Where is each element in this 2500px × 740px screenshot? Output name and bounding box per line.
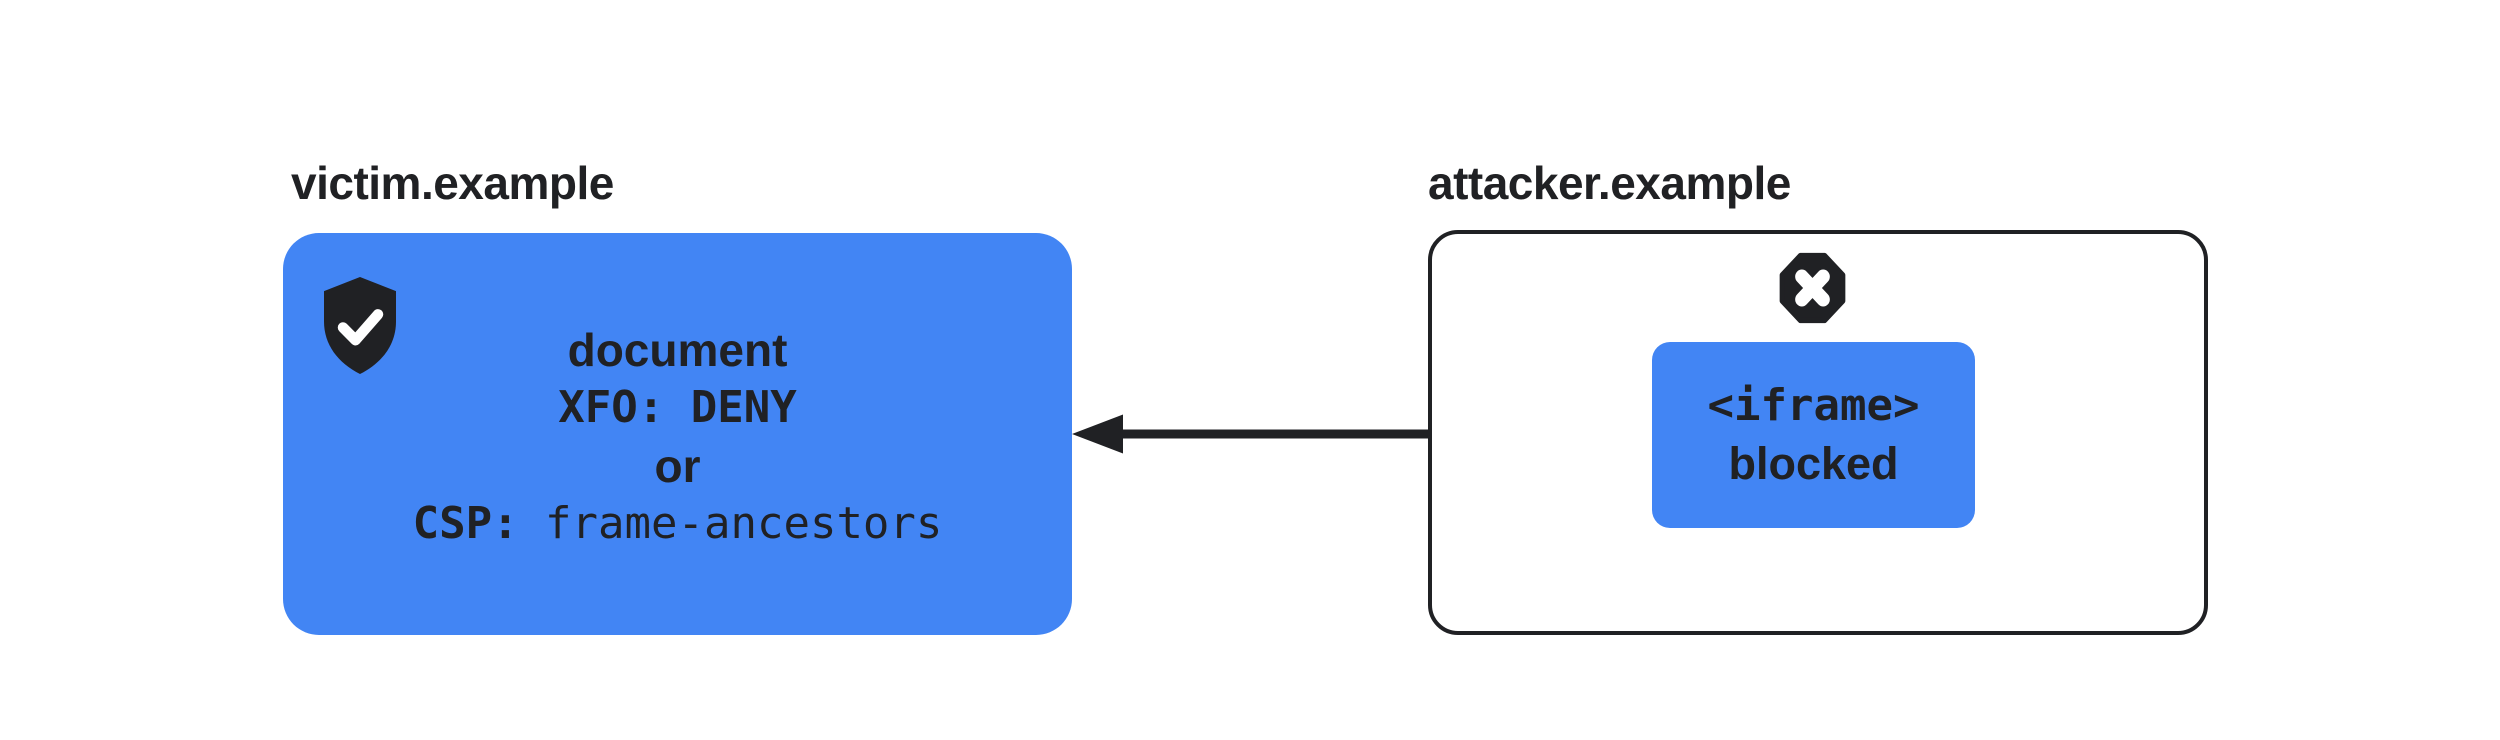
attacker-domain-label: attacker.example	[1428, 157, 1791, 209]
or-label: or	[654, 440, 701, 492]
document-label: document	[567, 324, 788, 376]
csp-frame-ancestors-label: CSP: frame-ancestors	[413, 495, 943, 553]
victim-document-box: document XFO: DENY or CSP: frame-ancesto…	[283, 233, 1072, 635]
shield-check-icon	[324, 277, 396, 374]
iframe-box: <iframe> blocked	[1652, 342, 1975, 528]
iframe-tag-label: <iframe>	[1707, 380, 1920, 431]
blocked-x-icon	[1779, 252, 1846, 324]
victim-domain-label: victim.example	[291, 157, 614, 209]
csp-value: frame-ancestors	[518, 498, 943, 549]
iframe-blocked-label: blocked	[1728, 438, 1899, 489]
xfo-deny-label: XFO: DENY	[558, 382, 797, 433]
csp-prefix: CSP:	[412, 498, 519, 549]
